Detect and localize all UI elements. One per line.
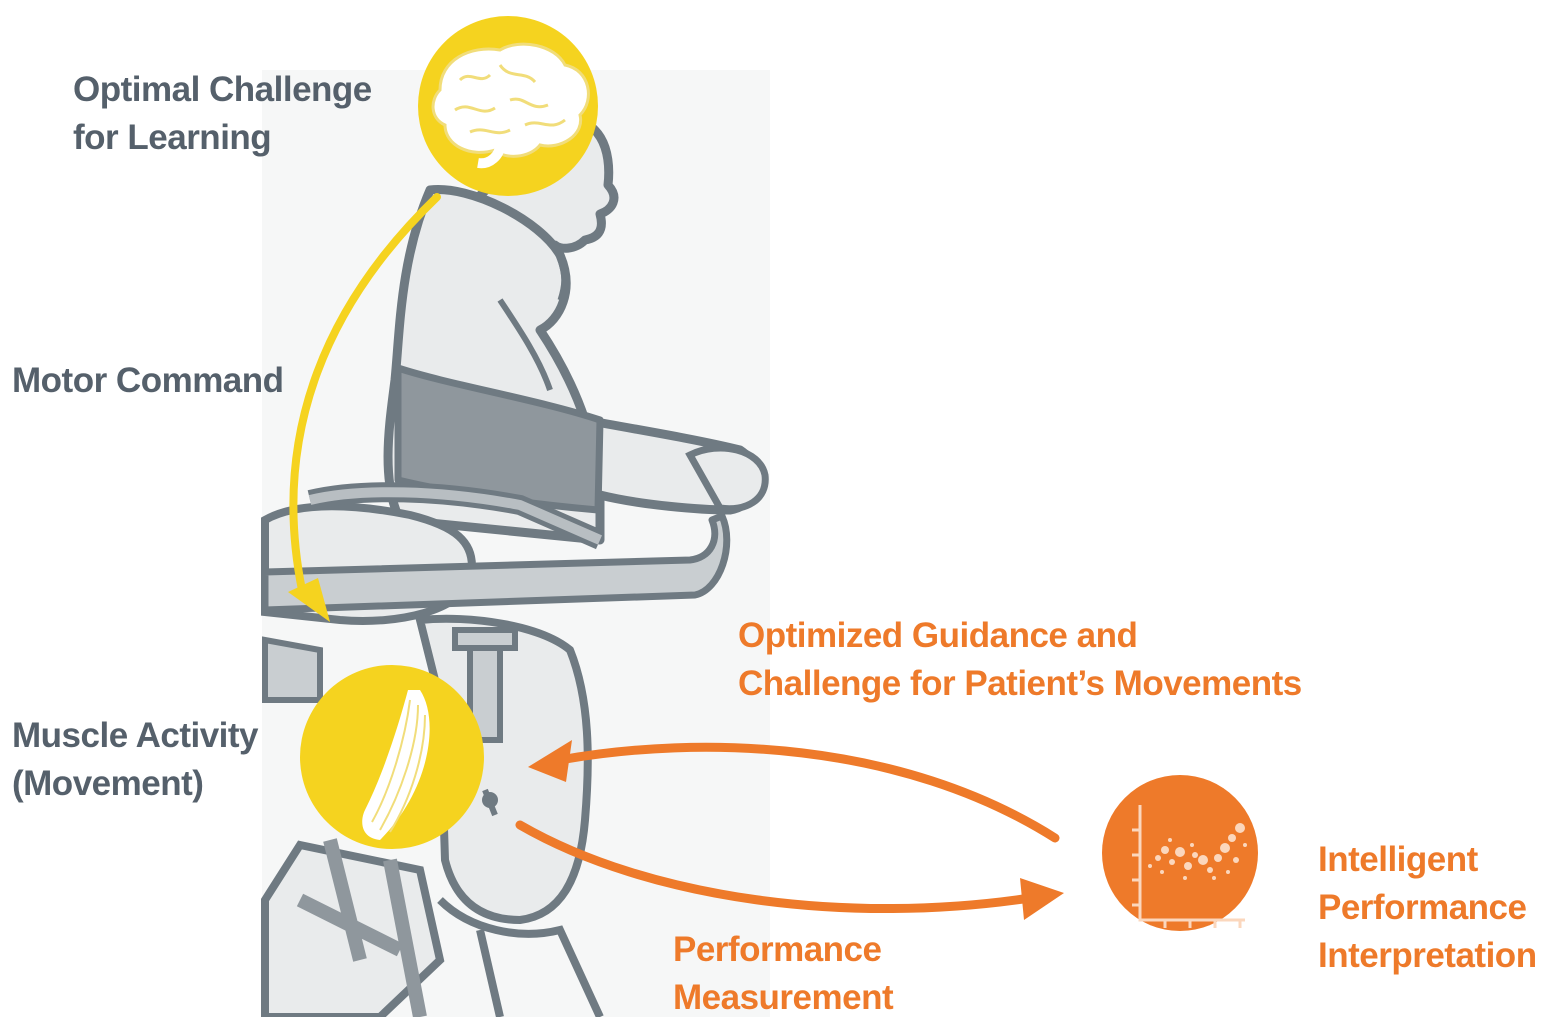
optimized-guidance-line-2: Challenge for Patient’s Movements [738,664,1302,703]
hand-shape [685,444,769,513]
muscle-activity-line-1: Muscle Activity [12,716,259,755]
muscle-activity-label: Muscle Activity (Movement) [12,712,259,808]
optimal-challenge-label: Optimal Challenge for Learning [73,66,372,162]
optimized-guidance-label: Optimized Guidance and Challenge for Pat… [738,612,1302,708]
motor-command-arrow [289,193,441,594]
patient-figure [261,115,769,1017]
measurement-arrowhead [1020,878,1064,920]
guidance-arrowhead [528,740,572,782]
muscle-activity-line-2: (Movement) [12,764,204,803]
intelligent-interpretation-line-2: Performance [1318,888,1527,927]
brain-icon [418,16,598,196]
guidance-arrow [555,742,1060,843]
intelligent-interpretation-line-3: Interpretation [1318,936,1537,975]
scatter-plot-icon [1102,775,1258,931]
performance-measurement-label: Performance Measurement [673,926,894,1022]
thigh-shape [414,614,592,925]
intelligent-interpretation-line-1: Intelligent [1318,840,1478,879]
optimized-guidance-line-1: Optimized Guidance and [738,616,1138,655]
performance-measurement-line-1: Performance [673,930,882,969]
intelligent-interpretation-label: Intelligent Performance Interpretation [1318,836,1537,980]
motor-command-arrowhead [288,578,330,622]
optimal-challenge-line-1: Optimal Challenge [73,70,372,109]
optimal-challenge-line-2: for Learning [73,118,272,157]
motor-command-label: Motor Command [12,361,284,400]
performance-measurement-line-2: Measurement [673,978,894,1017]
measurement-arrow [515,820,1035,914]
support-bar [261,512,731,614]
muscle-icon [300,665,484,849]
